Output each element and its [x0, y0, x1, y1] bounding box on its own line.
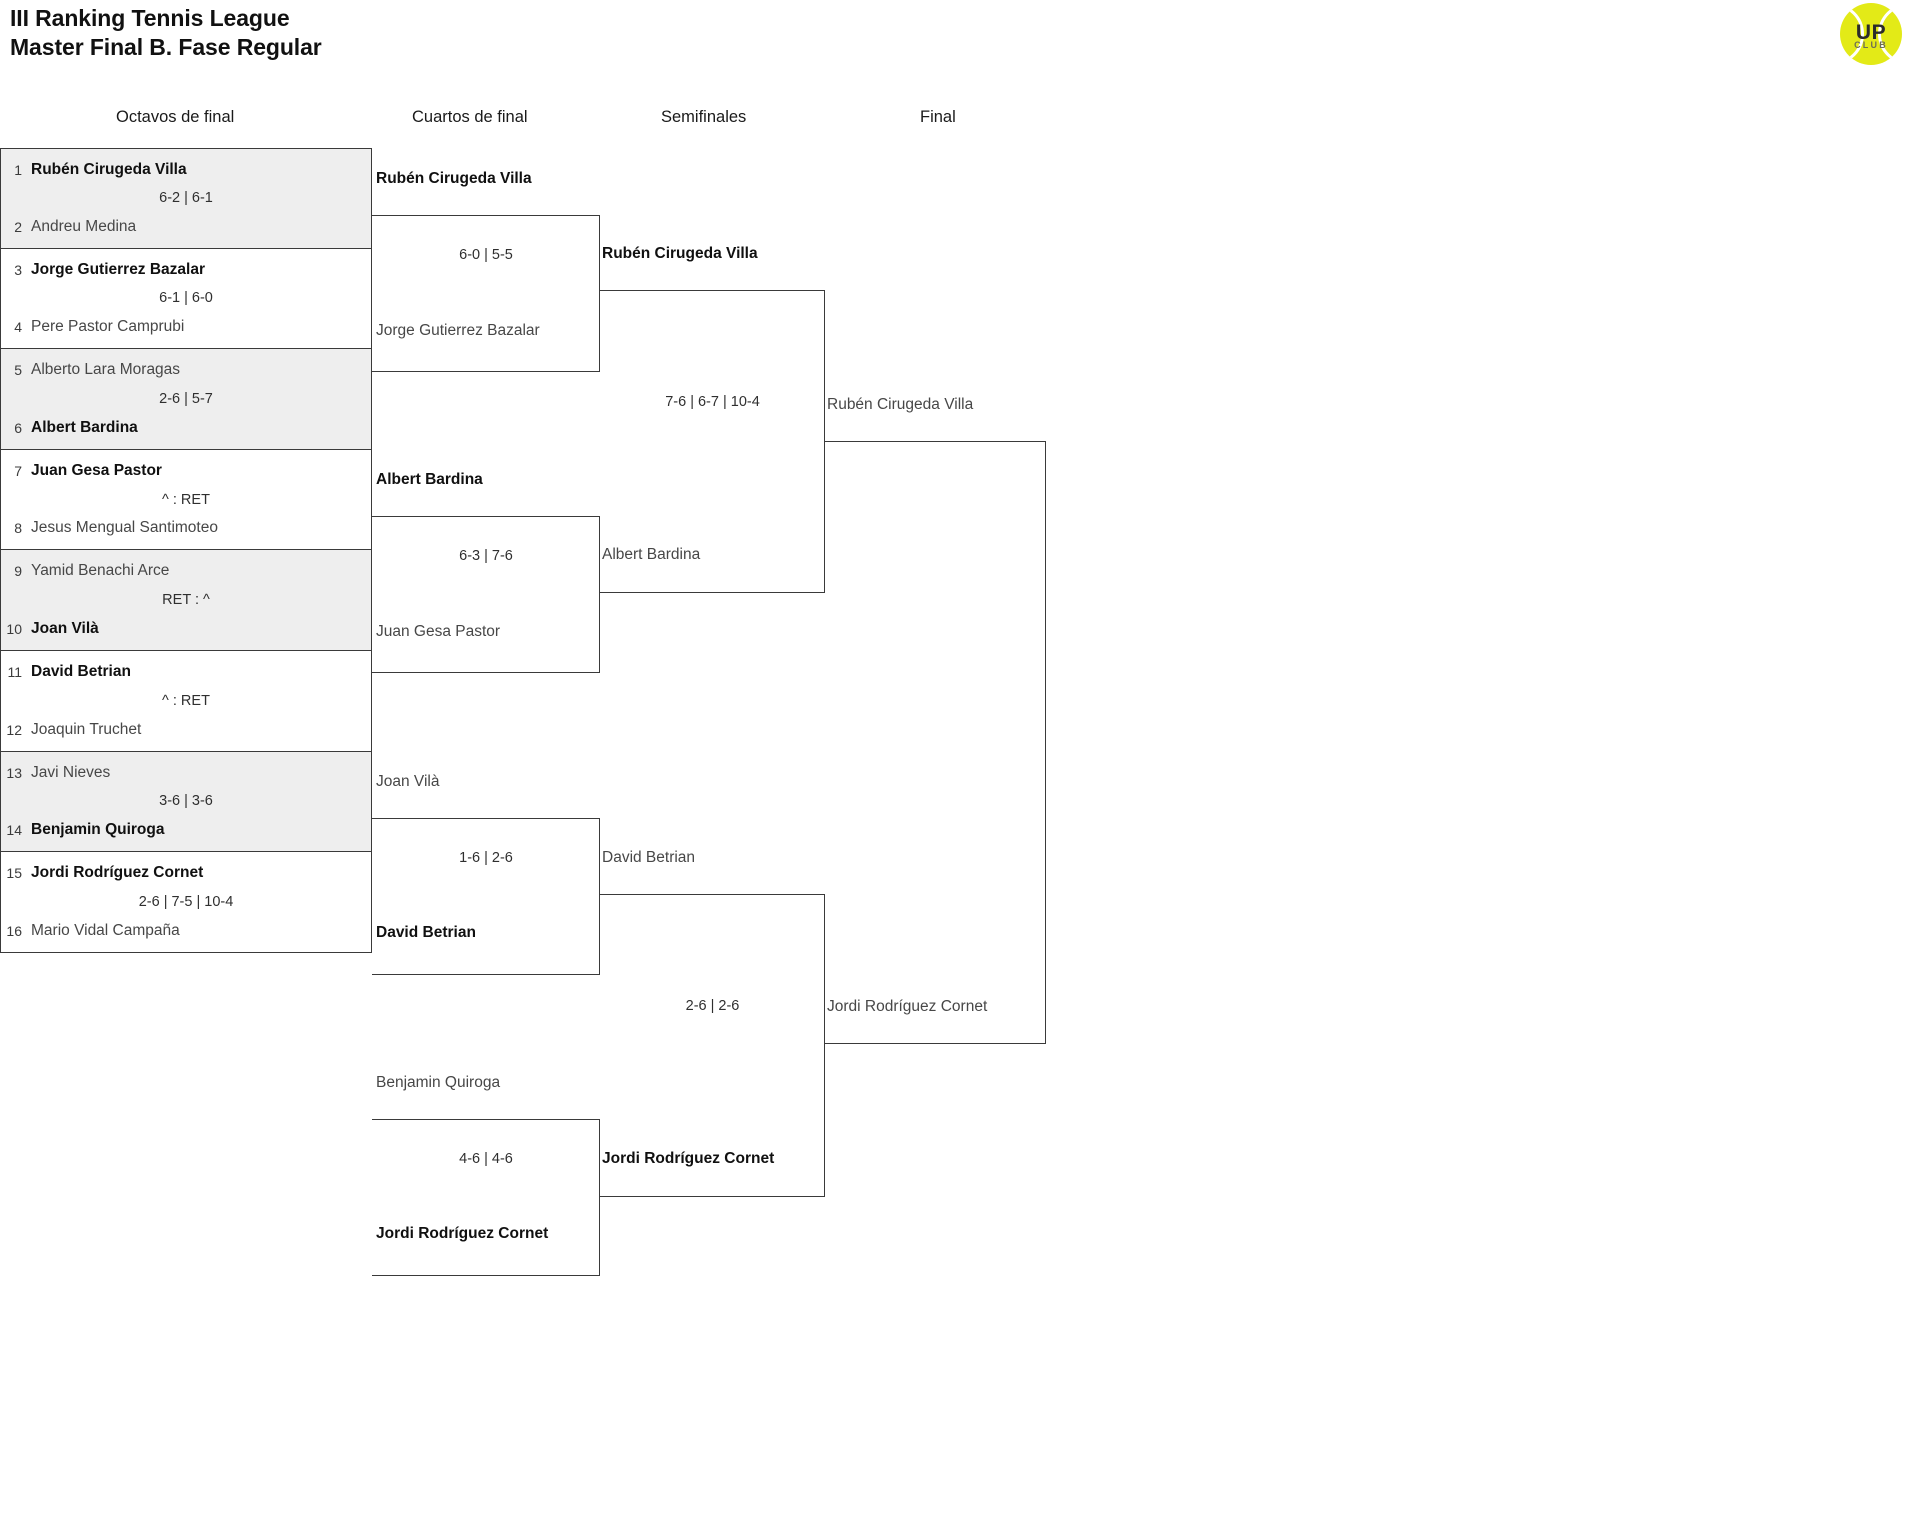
round-of-16-column: 1 Rubén Cirugeda Villa 6-2 | 6-1 2 Andre… [0, 148, 372, 953]
seed-number: 3 [14, 261, 22, 278]
r16-match-7-bottom[interactable]: 14 Benjamin Quiroga [1, 818, 371, 842]
player-name: Albert Bardina [31, 418, 138, 436]
page-title-line-2: Master Final B. Fase Regular [10, 34, 322, 61]
r16-match-3-bottom[interactable]: 6 Albert Bardina [1, 416, 371, 440]
round-header-semifinales: Semifinales [661, 108, 747, 126]
r16-match-3[interactable]: 5 Alberto Lara Moragas 2-6 | 5-7 6 Alber… [0, 349, 372, 450]
seed-number: 7 [14, 462, 22, 479]
page-title: III Ranking Tennis League Master Final B… [10, 4, 322, 63]
player-name: Pere Pastor Camprubi [31, 318, 185, 336]
player-name: Andreu Medina [31, 217, 137, 235]
player-name: Joan Vilà [31, 619, 99, 637]
player-name: Joaquin Truchet [31, 720, 142, 738]
seed-number: 2 [14, 218, 22, 235]
qf-2-connector [372, 516, 600, 673]
r16-match-5-bottom[interactable]: 10 Joan Vilà [1, 617, 371, 641]
sf-2-connector [600, 894, 825, 1197]
player-name: Benjamin Quiroga [31, 821, 165, 839]
player-name: Mario Vidal Campaña [31, 921, 180, 939]
player-name: Jordi Rodríguez Cornet [31, 864, 204, 882]
player-name: Jorge Gutierrez Bazalar [31, 260, 206, 278]
seed-number: 4 [14, 319, 22, 336]
qf-4-score: 4-6 | 4-6 [459, 1151, 513, 1167]
r16-match-4[interactable]: 7 Juan Gesa Pastor ^ : RET 8 Jesus Mengu… [0, 449, 372, 551]
r16-match-4-top[interactable]: 7 Juan Gesa Pastor [1, 459, 371, 483]
r16-match-2-top[interactable]: 3 Jorge Gutierrez Bazalar [1, 258, 371, 282]
qf-3-bottom-player[interactable]: David Betrian [376, 924, 476, 941]
sf-1-top-player[interactable]: Rubén Cirugeda Villa [602, 245, 758, 262]
r16-match-4-bottom[interactable]: 8 Jesus Mengual Santimoteo [1, 516, 371, 540]
seed-number: 9 [14, 563, 22, 580]
logo-primary-text: UP [1855, 21, 1887, 44]
qf-3-top-player[interactable]: Joan Vilà [376, 773, 440, 790]
player-name: Javi Nieves [31, 763, 111, 781]
r16-match-1-top[interactable]: 1 Rubén Cirugeda Villa [1, 158, 371, 182]
sf-1-score: 7-6 | 6-7 | 10-4 [665, 394, 760, 410]
qf-1-top-player[interactable]: Rubén Cirugeda Villa [376, 170, 532, 187]
qf-2-score: 6-3 | 7-6 [459, 548, 513, 564]
seed-number: 6 [14, 419, 22, 436]
r16-match-7[interactable]: 13 Javi Nieves 3-6 | 3-6 14 Benjamin Qui… [0, 751, 372, 853]
sf-1-bottom-player[interactable]: Albert Bardina [602, 546, 701, 563]
qf-4-connector [372, 1119, 600, 1276]
up-club-logo: UP CLUB [1840, 3, 1902, 65]
r16-match-5-top[interactable]: 9 Yamid Benachi Arce [1, 559, 371, 583]
seed-number: 11 [7, 663, 22, 680]
seed-number: 10 [6, 620, 22, 637]
round-header-final: Final [920, 108, 956, 126]
r16-match-8-top[interactable]: 15 Jordi Rodríguez Cornet [1, 861, 371, 885]
r16-match-1[interactable]: 1 Rubén Cirugeda Villa 6-2 | 6-1 2 Andre… [0, 148, 372, 249]
seed-number: 1 [14, 162, 22, 178]
page-title-line-1: III Ranking Tennis League [10, 5, 290, 31]
qf-3-score: 1-6 | 2-6 [459, 850, 513, 866]
r16-match-6[interactable]: 11 David Betrian ^ : RET 12 Joaquin Truc… [0, 650, 372, 752]
player-name: Jesus Mengual Santimoteo [31, 519, 218, 537]
sf-2-top-player[interactable]: David Betrian [602, 849, 696, 866]
logo-secondary-text: CLUB [1854, 40, 1888, 50]
seed-number: 14 [6, 822, 22, 839]
qf-2-bottom-player[interactable]: Juan Gesa Pastor [376, 623, 501, 640]
r16-match-7-top[interactable]: 13 Javi Nieves [1, 761, 371, 785]
seed-number: 16 [6, 922, 22, 939]
r16-match-2[interactable]: 3 Jorge Gutierrez Bazalar 6-1 | 6-0 4 Pe… [0, 248, 372, 350]
r16-match-3-top[interactable]: 5 Alberto Lara Moragas [1, 358, 371, 382]
r16-match-5[interactable]: 9 Yamid Benachi Arce RET : ^ 10 Joan Vil… [0, 550, 372, 651]
player-name: Rubén Cirugeda Villa [31, 161, 187, 178]
final-connector [825, 441, 1046, 1044]
qf-2-top-player[interactable]: Albert Bardina [376, 471, 483, 488]
r16-match-8[interactable]: 15 Jordi Rodríguez Cornet 2-6 | 7-5 | 10… [0, 852, 372, 953]
qf-1-bottom-player[interactable]: Jorge Gutierrez Bazalar [376, 322, 540, 339]
r16-match-6-top[interactable]: 11 David Betrian [1, 660, 371, 684]
player-name: Juan Gesa Pastor [31, 461, 162, 479]
r16-match-2-bottom[interactable]: 4 Pere Pastor Camprubi [1, 315, 371, 339]
r16-match-1-bottom[interactable]: 2 Andreu Medina [1, 215, 371, 239]
seed-number: 12 [6, 721, 22, 738]
qf-1-score: 6-0 | 5-5 [459, 247, 513, 263]
final-bottom-player[interactable]: Jordi Rodríguez Cornet [827, 998, 988, 1015]
final-top-player[interactable]: Rubén Cirugeda Villa [827, 396, 974, 413]
r16-match-6-bottom[interactable]: 12 Joaquin Truchet [1, 718, 371, 742]
qf-4-top-player[interactable]: Benjamin Quiroga [376, 1074, 501, 1091]
seed-number: 8 [14, 520, 22, 537]
player-name: David Betrian [31, 662, 131, 680]
sf-2-score: 2-6 | 2-6 [685, 998, 740, 1014]
player-name: Alberto Lara Moragas [31, 361, 181, 379]
tennis-ball-icon: UP CLUB [1840, 3, 1902, 65]
sf-2-bottom-player[interactable]: Jordi Rodríguez Cornet [602, 1150, 775, 1167]
qf-1-connector [372, 215, 600, 372]
round-header-octavos: Octavos de final [116, 108, 235, 126]
player-name: Yamid Benachi Arce [31, 562, 170, 580]
round-header-cuartos: Cuartos de final [412, 108, 528, 126]
r16-match-8-bottom[interactable]: 16 Mario Vidal Campaña [1, 919, 371, 943]
seed-number: 13 [6, 764, 22, 781]
seed-number: 5 [14, 362, 22, 379]
seed-number: 15 [6, 865, 22, 882]
qf-3-connector [372, 818, 600, 975]
qf-4-bottom-player[interactable]: Jordi Rodríguez Cornet [376, 1225, 549, 1242]
sf-1-connector [600, 290, 825, 593]
